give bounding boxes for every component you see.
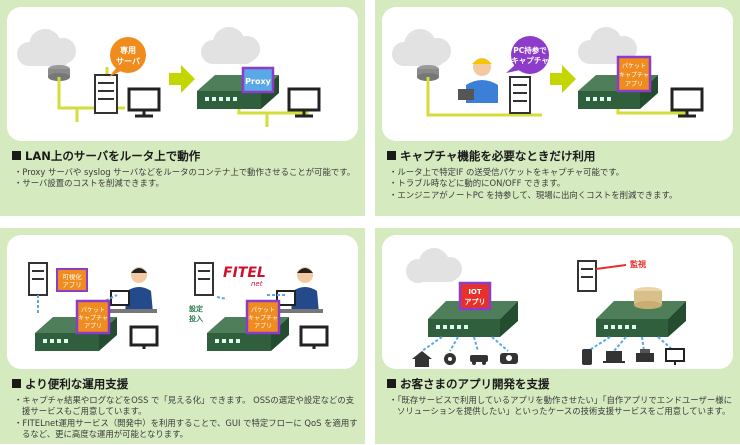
server-icon — [577, 260, 597, 292]
engineer-icon — [458, 58, 498, 103]
illustration-capture: PC持参で キャプチャ パケット キャプチャ アプリ — [382, 7, 733, 141]
gear-icon — [444, 353, 456, 365]
logo-sub-text: net — [251, 280, 263, 288]
feature-panel-operation: 可視化 アプリ パケット キャプチャ アプリ — [0, 228, 365, 444]
cloud-icon — [17, 29, 76, 66]
operator-icon — [107, 267, 157, 313]
app-line-1: パケット — [622, 63, 646, 70]
bullet-item: FITELnet運用サービス（開発中）を利用することで、GUI で特定フローに … — [14, 418, 359, 441]
smartphone-icon — [582, 349, 592, 365]
monitor-text: 監視 — [630, 259, 646, 269]
packet-capture-app-box: パケット キャプチャ アプリ — [245, 299, 281, 335]
right-arrow-icon — [550, 65, 576, 93]
logo-text: FITEL — [223, 265, 266, 281]
app-line-2: キャプチャ — [619, 72, 649, 79]
cloud-icon — [406, 248, 462, 283]
bullet-item: 「既存サービスで利用しているアプリを動作させたい」「自作アプリでエンドユーザー様… — [389, 395, 734, 418]
vis-line-2: アプリ — [62, 281, 82, 289]
bullet-list: 「既存サービスで利用しているアプリを動作させたい」「自作アプリでエンドユーザー様… — [389, 395, 734, 418]
feature-panel-capture: PC持参で キャプチャ パケット キャプチャ アプリ — [375, 0, 740, 216]
fitelnet-logo: FITEL net — [223, 265, 266, 288]
pc-monitor-icon — [129, 325, 159, 349]
app-line-3: アプリ — [254, 323, 272, 330]
app-line-1: パケット — [81, 307, 105, 314]
illustration-lan-server: 専用 サーバ Proxy — [7, 7, 358, 141]
cloud-icon — [392, 29, 451, 66]
app-line-3: アプリ — [84, 323, 102, 330]
server-icon — [194, 262, 214, 296]
packet-capture-app-box: パケット キャプチャ アプリ — [616, 55, 652, 93]
illustration-operation: 可視化 アプリ パケット キャプチャ アプリ — [7, 235, 358, 369]
bullet-list: Proxy サーバや syslog サーバなどをルータのコンテナ上で動作させるこ… — [14, 167, 359, 190]
bubble-line-1: 専用 — [120, 45, 136, 55]
pc-capture-bubble: PC持参で キャプチャ — [506, 36, 549, 74]
car-icon — [470, 355, 488, 365]
config-input-label: 設定 投入 — [189, 304, 203, 323]
pc-monitor-icon — [127, 87, 161, 118]
heading-text: お客さまのアプリ開発を支援 — [400, 377, 550, 391]
bullet-item: キャプチャ結果やログなどをOSS で「見える化」できます。 OSSの選定や設定な… — [14, 395, 359, 418]
vis-line-1: 可視化 — [62, 272, 82, 281]
database-icon — [634, 287, 662, 309]
pc-monitor-icon — [287, 87, 321, 118]
packet-capture-app-box: パケット キャプチャ アプリ — [75, 299, 111, 335]
server-icon — [94, 74, 118, 114]
panel-heading: より便利な運用支援 — [12, 376, 128, 392]
iot-line-2: アプリ — [465, 297, 486, 306]
app-line-3: アプリ — [625, 81, 643, 88]
feature-panel-lan-server: 専用 サーバ Proxy LA — [0, 0, 365, 216]
camera-icon — [500, 353, 518, 364]
proxy-app-box: Proxy — [241, 66, 275, 94]
server-icon — [509, 76, 531, 114]
pc-monitor-icon — [299, 325, 329, 349]
server-icon — [28, 262, 48, 296]
pc-monitor-icon — [670, 87, 704, 118]
house-icon — [412, 351, 432, 367]
panel-heading: LAN上のサーバをルータ上で動作 — [12, 148, 200, 164]
right-arrow-icon — [169, 65, 195, 93]
bullet-list: キャプチャ結果やログなどをOSS で「見える化」できます。 OSSの選定や設定な… — [14, 395, 359, 441]
iot-app-box: IOT アプリ — [458, 281, 492, 311]
illustration-app-dev: IOT アプリ 監視 — [382, 235, 733, 369]
heading-text: より便利な運用支援 — [25, 377, 129, 391]
router-icon — [48, 65, 70, 81]
iot-line-1: IOT — [468, 288, 482, 296]
feature-panel-app-dev: IOT アプリ 監視 — [375, 228, 740, 444]
dedicated-server-bubble: 専用 サーバ — [109, 37, 146, 77]
config-line-2: 投入 — [189, 314, 203, 323]
bullet-item: エンジニアがノートPC を持参して、現場に出向くコストを削減できます。 — [389, 190, 734, 201]
heading-text: キャプチャ機能を必要なときだけ利用 — [400, 149, 596, 163]
heading-text: LAN上のサーバをルータ上で動作 — [25, 149, 201, 163]
pc-monitor-icon — [665, 348, 685, 365]
operator-icon — [273, 267, 323, 313]
printer-icon — [636, 349, 654, 362]
bullet-item: Proxy サーバや syslog サーバなどをルータのコンテナ上で動作させるこ… — [14, 167, 359, 178]
bubble-line-2: キャプチャ — [511, 55, 548, 65]
bubble-line-1: PC持参で — [513, 45, 547, 55]
config-line-1: 設定 — [189, 304, 203, 313]
bubble-line-2: サーバ — [116, 57, 140, 66]
app-line-1: パケット — [251, 307, 275, 314]
visualization-app-box: 可視化 アプリ — [56, 268, 88, 292]
router-device-icon — [596, 301, 686, 337]
laptop-icon — [603, 351, 625, 363]
app-line-2: キャプチャ — [78, 315, 108, 322]
bullet-list: ルータ上で特定IF の送受信パケットをキャプチャ可能です。 トラブル時などに動的… — [389, 167, 734, 201]
panel-heading: キャプチャ機能を必要なときだけ利用 — [387, 148, 595, 164]
bullet-item: サーバ設置のコストを削減できます。 — [14, 178, 359, 189]
proxy-app-label: Proxy — [245, 77, 271, 86]
panel-heading: お客さまのアプリ開発を支援 — [387, 376, 550, 392]
cloud-icon — [201, 27, 260, 64]
app-line-2: キャプチャ — [248, 315, 278, 322]
bullet-item: ルータ上で特定IF の送受信パケットをキャプチャ可能です。 — [389, 167, 734, 178]
bullet-item: トラブル時などに動的にON/OFF できます。 — [389, 178, 734, 189]
monitoring-label: 監視 — [595, 259, 646, 270]
